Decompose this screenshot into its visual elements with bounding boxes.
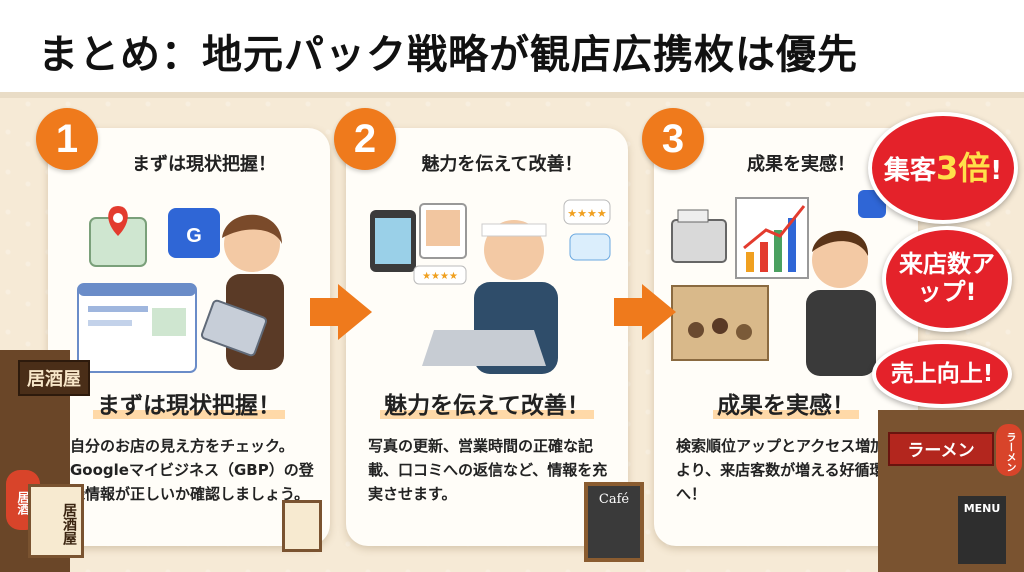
rating-bubble-icon (413, 265, 467, 285)
tablet-icon (200, 299, 268, 357)
laptop-icon (422, 330, 546, 366)
step-card-2: 魅力を伝えて改善！ ★★★★ ★★★★ 魅力を伝えて改善！ 写真の更新、営業時間… (346, 128, 628, 546)
review-bubble-icon (563, 199, 611, 225)
svg-text:★★★★: ★★★★ (422, 271, 458, 282)
man-avatar (812, 232, 868, 288)
step-3-heading: 成果を実感！ (747, 154, 855, 175)
step-3-subtitle: 成果を実感！ (654, 386, 918, 420)
izakaya-standboard: 居酒屋 (28, 484, 84, 558)
step-3-body: 検索順位アップとアクセス増加により、来店客数が増える好循環へ！ (676, 437, 901, 503)
chat-bubble-icon (569, 233, 611, 261)
arrow-right-icon (310, 284, 372, 340)
menu-standboard (282, 500, 322, 552)
step-2-heading: 魅力を伝えて改善！ (421, 154, 583, 175)
step-1-subtitle: まずは現状把握！ (48, 386, 330, 420)
page-title: まとめ：地元パック戦略が観店広携枚は優先 (38, 32, 858, 78)
step-card-1: まずは現状把握！ G まずは現状把握！ 自分のお店の見え方をチェック。Googl… (48, 128, 330, 546)
izakaya-sign: 居酒屋 (18, 360, 90, 396)
step-3-illustration (671, 190, 886, 376)
step-number-2: 2 (334, 108, 396, 170)
menu-board: MENU (954, 492, 1010, 568)
step-card-3: 成果を実感！ 成果を実感！ 検索順位アップとアクセス増加により、来店客数が増える… (654, 128, 918, 546)
step-number-3: 3 (642, 108, 704, 170)
badge-customers-3x: 集客3倍! (868, 112, 1018, 224)
ramen-lantern-icon: ラーメン (996, 424, 1022, 476)
svg-text:G: G (186, 225, 202, 247)
arrow-right-icon (614, 284, 676, 340)
step-number-1: 1 (36, 108, 98, 170)
step-2-subtitle: 魅力を伝えて改善！ (346, 386, 628, 420)
step-2-body: 写真の更新、営業時間の正確な記載、口コミへの返信など、情報を充実させます。 (368, 437, 608, 503)
step-1-body: 自分のお店の見え方をチェック。Googleマイビジネス（GBP）の登録情報が正し… (70, 437, 314, 503)
step-1-illustration: G (77, 206, 284, 373)
title-bar: まとめ：地元パック戦略が観店広携枚は優先 (0, 0, 1024, 98)
ramen-sign: ラーメン (888, 432, 994, 466)
business-profile-icon (168, 208, 220, 258)
cash-register-icon (671, 219, 727, 263)
badge-sales-up: 売上向上! (872, 340, 1012, 408)
cafe-board: Café (584, 482, 644, 562)
svg-text:★★★★: ★★★★ (567, 207, 607, 220)
step-1-heading: まずは現状把握！ (132, 154, 276, 175)
step-2-illustration: ★★★★ ★★★★ (370, 199, 611, 374)
badge-visits-up: 来店数アップ! (882, 226, 1012, 332)
